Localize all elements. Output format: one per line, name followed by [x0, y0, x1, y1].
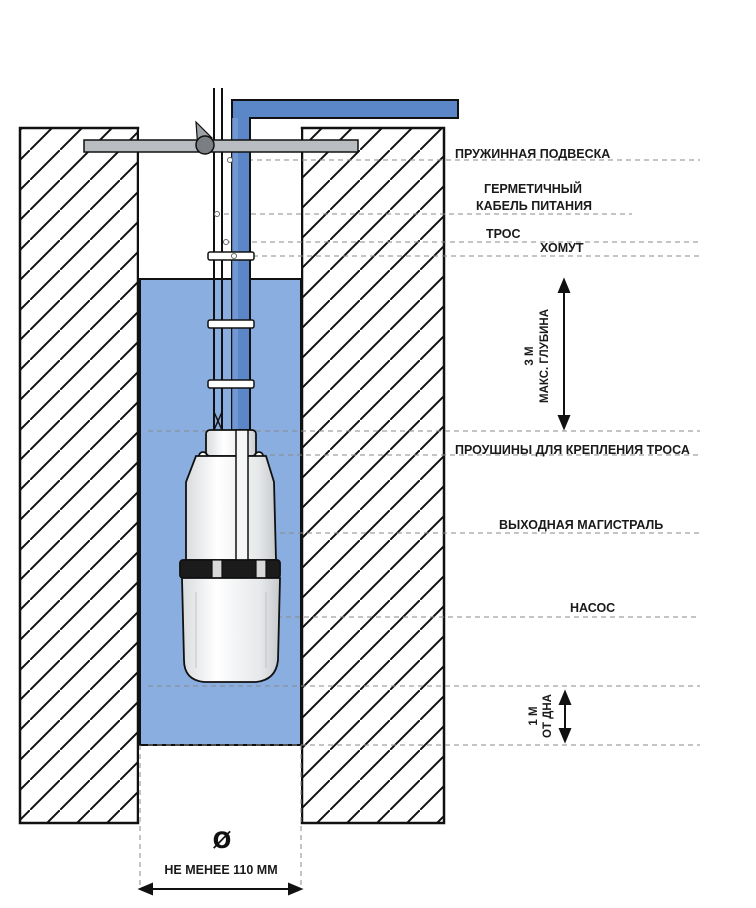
well-walls	[18, 126, 446, 825]
shaft-below	[139, 745, 301, 822]
diameter-dimension	[137, 882, 304, 896]
label-pump: НАСОС	[570, 601, 615, 615]
clamps	[207, 251, 255, 389]
bottom-dimension	[558, 689, 572, 744]
label-cable-line2: КАБЕЛЬ ПИТАНИЯ	[476, 199, 592, 213]
label-outlet: ВЫХОДНАЯ МАГИСТРАЛЬ	[499, 518, 663, 532]
diameter-label: НЕ МЕНЕЕ 110 ММ	[164, 863, 277, 877]
spring-suspension-icon	[195, 135, 215, 155]
diameter-symbol: Ø	[213, 829, 232, 854]
label-eyelets: ПРОУШИНЫ ДЛЯ КРЕПЛЕНИЯ ТРОСА	[455, 443, 690, 457]
pump	[179, 429, 281, 683]
depth-dimension	[557, 277, 571, 431]
label-rope: ТРОС	[486, 227, 521, 241]
clamp-3	[207, 379, 255, 389]
bottom-label-line1: 1 М	[528, 706, 540, 725]
leader-lines	[139, 159, 700, 890]
label-spring-suspension: ПРУЖИННАЯ ПОДВЕСКА	[455, 147, 610, 161]
bottom-label-line2: ОТ ДНА	[542, 694, 554, 738]
depth-label-line2: МАКС. ГЛУБИНА	[539, 309, 551, 403]
left-wall	[18, 126, 140, 825]
suspension-bar	[83, 120, 359, 155]
label-clamp: ХОМУТ	[540, 241, 584, 255]
right-wall	[300, 126, 446, 825]
depth-label-line1: 3 М	[524, 346, 536, 365]
label-cable-line1: ГЕРМЕТИЧНЫЙ	[484, 181, 582, 196]
clamp-2	[207, 319, 255, 329]
